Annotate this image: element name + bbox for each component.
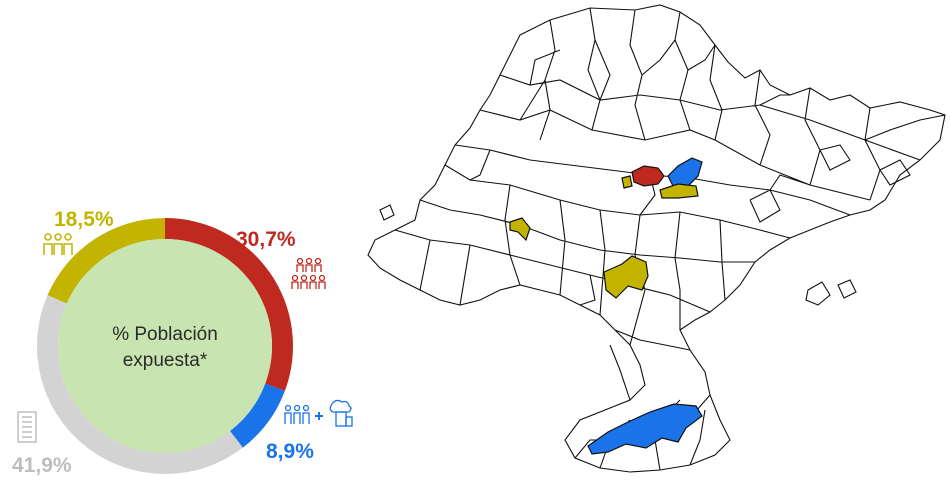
slice-label-blue: 8,9% (266, 440, 314, 463)
region-outline (367, 4, 946, 473)
donut-slice-red (165, 218, 293, 391)
municipality-highlight-yellow (621, 175, 633, 189)
center-label-line2: expuesta* (123, 350, 208, 371)
municipality-map (367, 4, 946, 473)
municipality-highlight-yellow (603, 255, 649, 299)
detached-enclave (805, 281, 831, 306)
municipality-highlight-yellow (509, 217, 531, 242)
people-and-buildings-icon (284, 399, 353, 427)
people-group-icon (291, 257, 326, 289)
map-panel (360, 0, 950, 480)
municipality-highlight-blue (587, 403, 703, 455)
donut-slice-blue (230, 383, 285, 448)
detached-enclave (379, 204, 395, 221)
donut-chart: % Población expuesta* 30,7% 8,9% 41,9% 1… (12, 208, 353, 477)
municipality-highlight-yellow (659, 183, 699, 199)
people-group-icon (43, 233, 73, 255)
slice-label-red: 30,7% (236, 228, 296, 251)
building-icon (17, 411, 37, 443)
donut-center (58, 239, 272, 453)
slice-label-gray: 41,9% (12, 454, 72, 477)
municipality-highlight-red (631, 165, 665, 187)
donut-slice-gray (36, 295, 243, 474)
slice-label-yellow: 18,5% (54, 208, 114, 231)
center-label-line1: % Población (112, 324, 218, 345)
donut-slice-yellow (47, 218, 166, 304)
donut-chart-panel: % Población expuesta* 30,7% 8,9% 41,9% 1… (0, 0, 380, 480)
detached-enclave (837, 279, 857, 299)
